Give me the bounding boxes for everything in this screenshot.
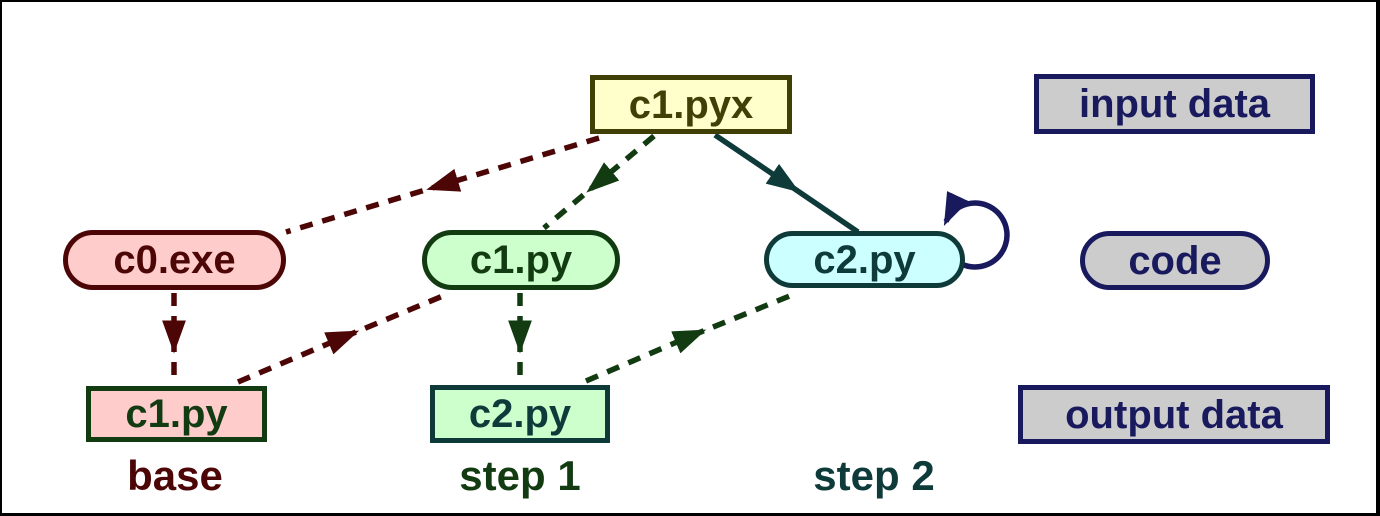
- edge-c2py-self-loop: [943, 191, 1010, 270]
- node-c1-py-output: c1.py: [86, 386, 267, 442]
- node-c1-py-output-label: c1.py: [125, 392, 228, 436]
- edge-c1pyx-to-c1py-code: [542, 133, 656, 231]
- node-c2-py-code: c2.py: [764, 231, 965, 288]
- edge-c2py-out-to-c2py-code: [584, 290, 799, 384]
- node-c2-py-output-label: c2.py: [468, 392, 572, 436]
- edge-c1pyx-to-c2py-code: [713, 132, 860, 235]
- caption-base: base: [127, 452, 223, 499]
- legend-output-data: output data: [1018, 385, 1330, 444]
- caption-step-2: step 2: [813, 452, 935, 499]
- legend-input-data: input data: [1034, 74, 1315, 134]
- node-c0-exe: c0.exe: [63, 230, 286, 290]
- node-c1-py-code-label: c1.py: [469, 238, 573, 282]
- legend-code: code: [1080, 231, 1270, 290]
- legend-code-label: code: [1128, 238, 1222, 283]
- node-c1-py-code: c1.py: [422, 230, 620, 290]
- node-c0-exe-label: c0.exe: [113, 238, 236, 282]
- edge-c1pyx-to-c0exe: [285, 135, 600, 235]
- legend-input-data-label: input data: [1078, 82, 1271, 126]
- node-c1-pyx-label: c1.pyx: [628, 82, 754, 127]
- edge-c1py-out-to-c1py-code: [236, 290, 452, 385]
- caption-step-1: step 1: [459, 452, 581, 499]
- node-c2-py-code-label: c2.py: [813, 237, 916, 282]
- node-c1-pyx: c1.pyx: [590, 75, 792, 134]
- node-c2-py-output: c2.py: [430, 385, 610, 443]
- legend-output-data-label: output data: [1065, 392, 1283, 437]
